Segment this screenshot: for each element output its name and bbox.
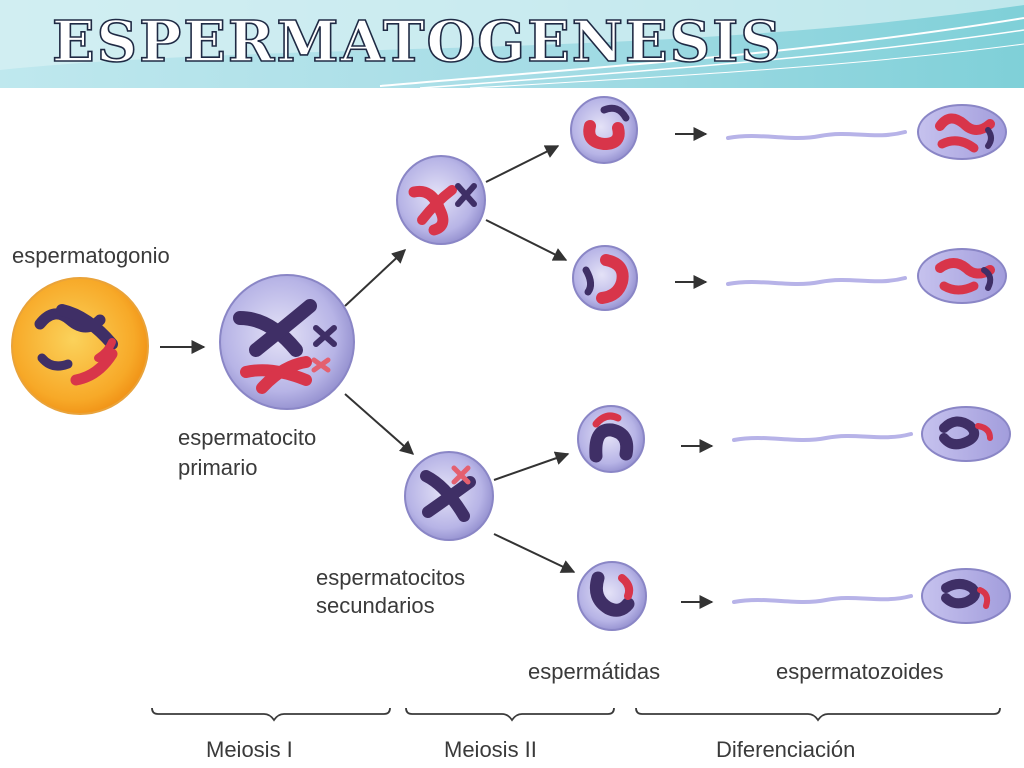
arrow-to-secondary-1 (344, 249, 407, 307)
spermatogonium-label: espermatogonio (12, 243, 170, 268)
slide-title: ESPERMATOGENESIS (51, 9, 783, 75)
spermatogonium-cell (11, 277, 149, 415)
differentiation-bracket (635, 707, 1001, 722)
spermatids-label: espermátidas (528, 659, 661, 684)
meiosis-1-label: Meiosis I (206, 737, 293, 762)
arrow-to-spermatid-1 (485, 145, 560, 183)
arrow-to-secondary-2 (344, 393, 415, 455)
header-decoration (0, 0, 1024, 89)
meiosis-1-bracket (151, 707, 391, 722)
secondary-spermatocyte-cell-2 (404, 451, 494, 541)
primary-spermatocyte-label-line2: primario (178, 455, 258, 480)
arrow-to-spermatid-4 (493, 533, 576, 573)
spermatid-cell-3 (577, 405, 645, 473)
spermatogenesis-diagram: espermatogonio espermatocito primario es… (0, 88, 1024, 768)
spermatozoon-2 (726, 248, 1007, 304)
diagram-graphics (11, 96, 1011, 722)
slide-header: ESPERMATOGENESIS (0, 0, 1024, 90)
differentiation-label: Diferenciación (716, 737, 856, 762)
spermatozoon-3 (732, 406, 1011, 462)
spermatid-cell-2 (572, 245, 638, 311)
primary-spermatocyte-cell (219, 274, 355, 410)
spermatid-cell-4 (577, 561, 647, 631)
arrow-to-spermatid-2 (485, 219, 568, 261)
spermatid-cell-1 (570, 96, 638, 164)
meiosis-2-label: Meiosis II (444, 737, 537, 762)
secondary-spermatocytes-label-line1: espermatocitos (316, 565, 466, 590)
secondary-spermatocyte-cell-1 (396, 155, 486, 245)
meiosis-2-bracket (405, 707, 615, 722)
spermatozoon-4 (732, 568, 1011, 624)
arrow-to-spermatid-3 (493, 451, 570, 481)
spermatozoon-1 (726, 104, 1007, 160)
primary-spermatocyte-label-line1: espermatocito (178, 425, 317, 450)
spermatozoa-label: espermatozoides (776, 659, 944, 684)
secondary-spermatocytes-label-line2: secundarios (316, 593, 435, 618)
